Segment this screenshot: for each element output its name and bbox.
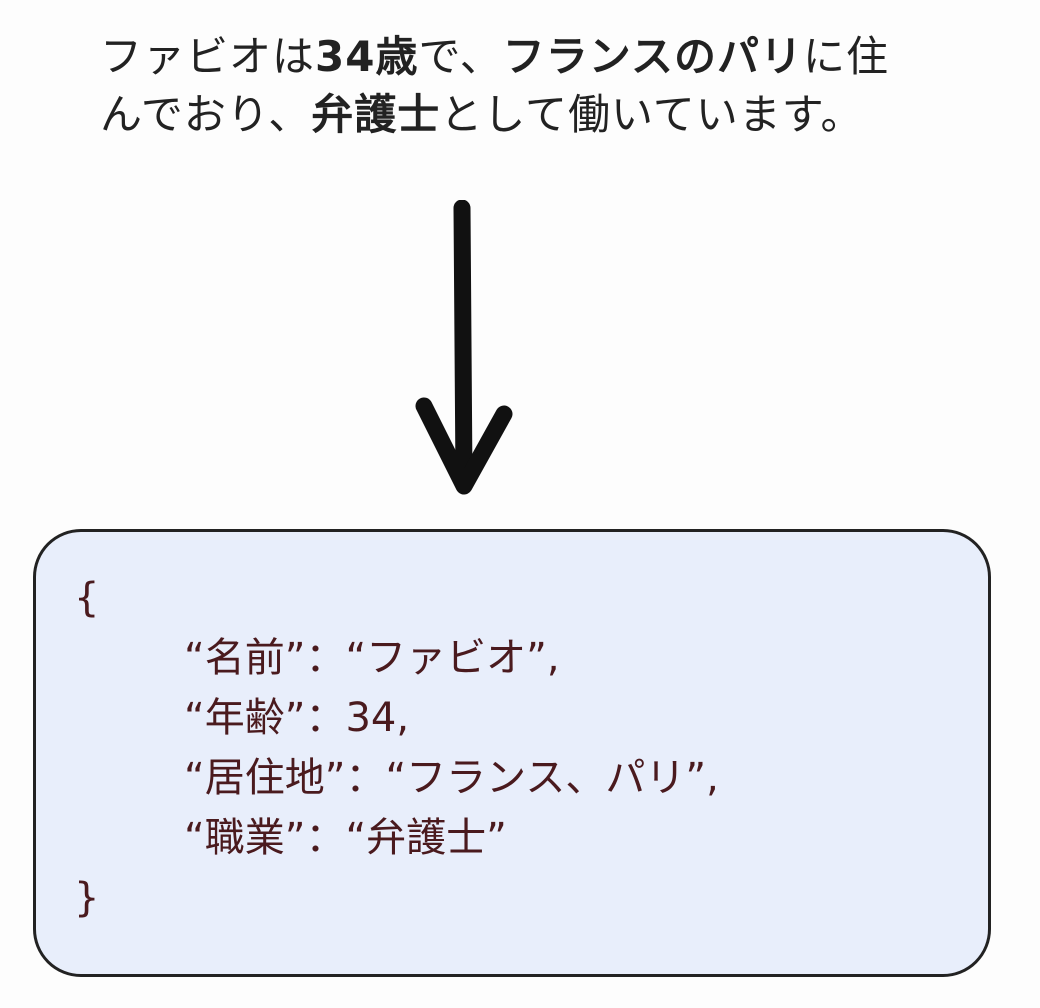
json-line-name: “名前”：“ファビオ”, xyxy=(74,628,719,688)
json-value: “ファビオ” xyxy=(345,635,547,681)
sentence-part-location: フランスのパリ xyxy=(502,32,803,81)
sentence-part-ending: として働いています。 xyxy=(440,90,864,139)
json-trailing-comma: , xyxy=(706,755,719,801)
sentence-part-age: 34歳 xyxy=(315,32,419,81)
json-key: “名前” xyxy=(184,635,306,681)
json-trailing-comma: , xyxy=(396,695,410,741)
json-separator: ： xyxy=(345,755,386,801)
json-close-brace: } xyxy=(74,875,100,921)
json-key: “年齢” xyxy=(184,695,306,741)
json-key: “職業” xyxy=(184,815,306,861)
json-separator: ： xyxy=(305,635,346,681)
json-code: { “名前”：“ファビオ”, “年齢”：34, “居住地”：“フランス、パリ”,… xyxy=(74,568,719,928)
json-line-age: “年齢”：34, xyxy=(74,688,719,748)
json-separator: ： xyxy=(305,695,346,741)
json-line-residence: “居住地”：“フランス、パリ”, xyxy=(74,748,719,808)
json-trailing-comma: , xyxy=(546,635,560,681)
json-key: “居住地” xyxy=(184,755,346,801)
json-separator: ： xyxy=(305,815,346,861)
sentence-part-connector-2: に住んでおり、 xyxy=(100,32,889,139)
json-output-box xyxy=(33,529,991,977)
sentence-part-occupation: 弁護士 xyxy=(311,90,441,139)
json-value: “弁護士” xyxy=(345,815,507,861)
json-line-occupation: “職業”：“弁護士” xyxy=(74,808,719,868)
down-arrow-icon xyxy=(415,200,513,495)
json-value: “フランス、パリ” xyxy=(385,755,707,801)
sentence-part-connector-1: で、 xyxy=(418,32,503,81)
json-open-brace: { xyxy=(74,575,100,621)
json-value: 34 xyxy=(345,695,397,741)
sentence-part-name: ファビオは xyxy=(100,32,316,81)
source-sentence: ファビオは34歳で、フランスのパリに住んでおり、弁護士として働いています。 xyxy=(100,28,900,144)
